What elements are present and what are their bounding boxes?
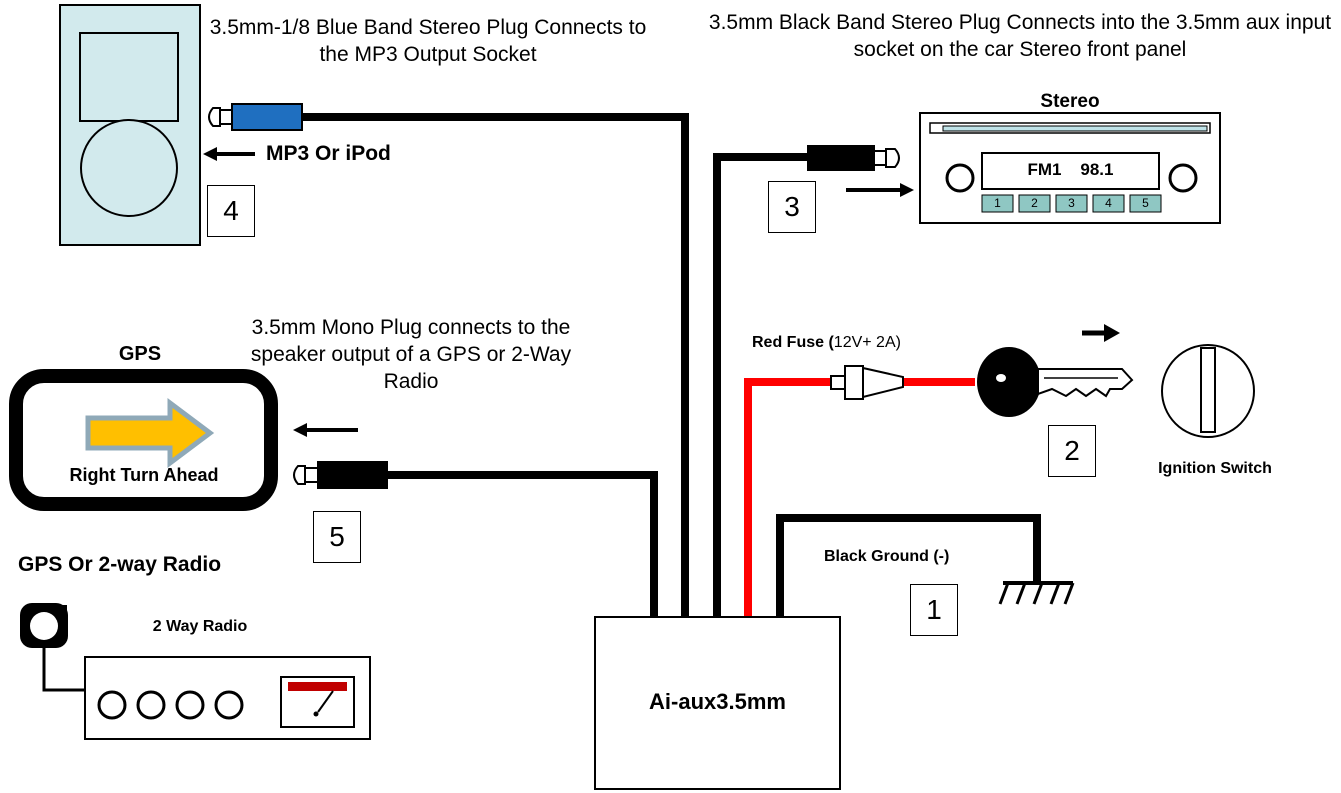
ignition-label: Ignition Switch	[1158, 460, 1272, 477]
arrow-right-icon	[1082, 324, 1120, 342]
fuse-icon	[830, 365, 904, 400]
number-box-mp3: 4	[207, 185, 255, 237]
preset-label-1: 1	[994, 196, 1001, 210]
red-fuse-value: 12V+ 2A)	[833, 334, 901, 351]
ipod-icon	[59, 4, 201, 246]
ignition-switch-icon	[1161, 344, 1255, 438]
stereo-title: Stereo	[1040, 91, 1100, 112]
blue-stereo-plug-icon	[208, 103, 303, 131]
mono-plug-icon	[293, 461, 388, 489]
number-box-stereo: 3	[768, 181, 816, 233]
two-way-radio-icon	[20, 603, 371, 740]
gps-title: GPS	[118, 343, 162, 365]
stereo-plug-caption: 3.5mm Black Band Stereo Plug Connects in…	[708, 11, 1332, 61]
key-icon	[977, 347, 1134, 417]
number-box-ground: 1	[910, 584, 958, 636]
number-box-ignition: 2	[1048, 425, 1096, 477]
ground-wire	[776, 514, 1041, 617]
radio-title: 2 Way Radio	[152, 618, 248, 635]
ground-label: Black Ground (-)	[824, 548, 950, 565]
preset-label-2: 2	[1031, 196, 1038, 210]
gps-wire	[387, 471, 658, 617]
module-label: Ai-aux3.5mm	[649, 689, 786, 714]
power-wire	[744, 378, 832, 617]
red-fuse-bold: Red Fuse (	[752, 334, 834, 351]
red-fuse-label: Red Fuse (12V+ 2A)	[752, 334, 901, 352]
stereo-wire	[713, 153, 808, 617]
stereo-display: FM1 98.1	[1027, 160, 1114, 179]
wires	[302, 113, 1041, 617]
mp3-plug-caption: 3.5mm-1/8 Blue Band Stereo Plug Connects…	[209, 16, 647, 66]
preset-label-5: 5	[1142, 196, 1149, 210]
arrow-right-icon	[846, 183, 914, 197]
arrow-left-icon	[293, 423, 358, 437]
number-box-gps: 5	[313, 511, 361, 563]
preset-label-3: 3	[1068, 196, 1075, 210]
gps-screen-text: Right Turn Ahead	[69, 465, 219, 485]
car-stereo-icon	[919, 112, 1221, 224]
mp3-device-label: MP3 Or iPod	[266, 142, 391, 165]
mp3-wire	[302, 113, 689, 617]
black-stereo-plug-icon	[807, 145, 900, 171]
gps-or-radio-label: GPS Or 2-way Radio	[18, 553, 222, 576]
ground-symbol-icon	[998, 581, 1075, 605]
mono-plug-caption: 3.5mm Mono Plug connects to the speaker …	[250, 316, 572, 393]
arrow-left-icon	[203, 147, 255, 161]
gps-unit-icon	[9, 369, 278, 511]
preset-label-4: 4	[1105, 196, 1112, 210]
module-box	[594, 616, 841, 790]
